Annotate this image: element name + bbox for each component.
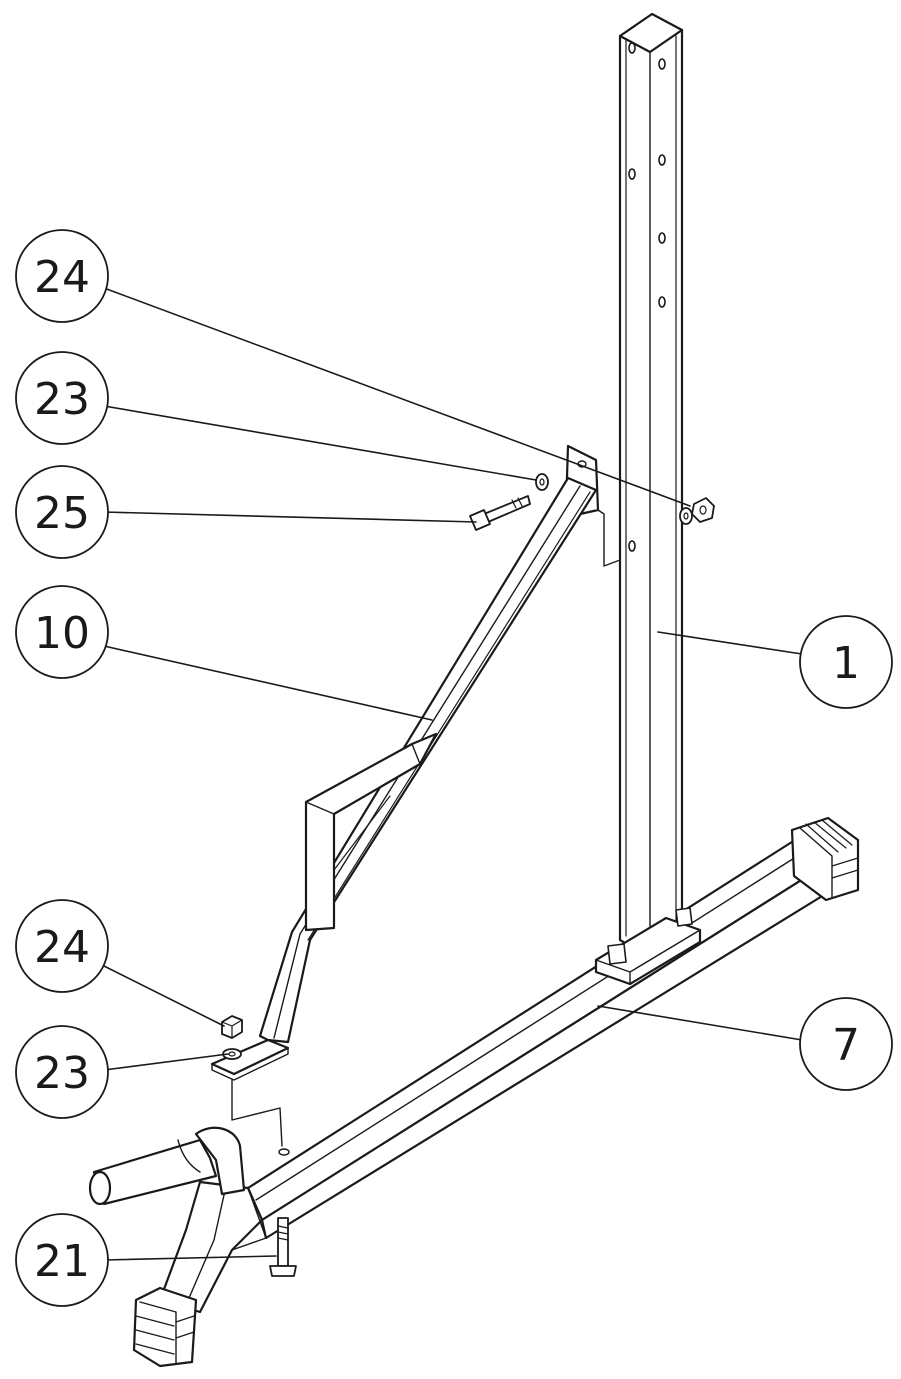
- nut-24-bottom: [221, 1015, 243, 1039]
- callout-1-label: 1: [832, 638, 860, 689]
- end-cap-right: [790, 816, 860, 902]
- callout-10: 10: [15, 585, 109, 679]
- callout-25: 25: [15, 465, 109, 559]
- callout-24-top: 24: [15, 229, 109, 323]
- callout-21: 21: [15, 1213, 109, 1307]
- hardware: [221, 473, 715, 1277]
- end-cap-left: [132, 1286, 198, 1368]
- part-10-diagonal-brace: [210, 444, 621, 1147]
- callout-23-bottom-label: 23: [34, 1048, 90, 1099]
- callout-10-label: 10: [34, 608, 90, 659]
- bolt-21: [269, 1217, 297, 1277]
- callout-23-top-label: 23: [34, 374, 90, 425]
- callout-7: 7: [799, 997, 893, 1091]
- part-1-upright-post: [594, 12, 702, 986]
- post-holes: [628, 42, 666, 552]
- callout-7-label: 7: [832, 1020, 860, 1071]
- handle-grip: [88, 1126, 246, 1206]
- bolt-25: [469, 495, 531, 531]
- leader-lines: [103, 287, 803, 1261]
- callout-24-bottom-label: 24: [34, 922, 90, 973]
- callout-21-label: 21: [34, 1236, 90, 1287]
- callout-23-bottom: 23: [15, 1025, 109, 1119]
- nut-24-top: [679, 497, 715, 525]
- callout-24-top-label: 24: [34, 252, 90, 303]
- callout-25-label: 25: [34, 488, 90, 539]
- part-7-base-beam: [88, 816, 860, 1368]
- callout-23-top: 23: [15, 351, 109, 445]
- callout-24-bottom: 24: [15, 899, 109, 993]
- washer-23-top: [535, 473, 549, 491]
- callout-1: 1: [799, 615, 893, 709]
